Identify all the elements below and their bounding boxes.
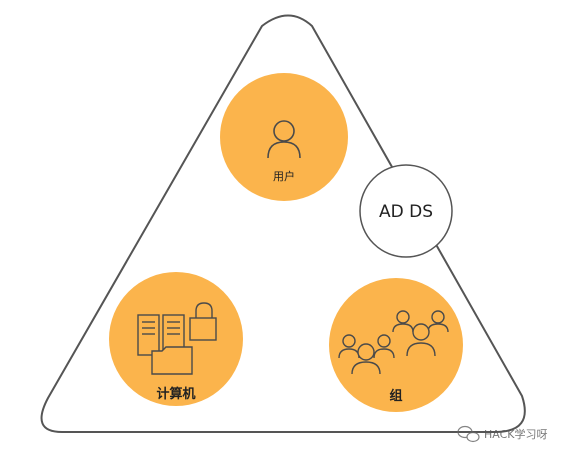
group-node: 组 (329, 278, 463, 412)
computer-lock-icon (137, 302, 217, 375)
person-icon (267, 120, 301, 159)
watermark-text: HACK学习呀 (484, 427, 548, 441)
people-group-icon (338, 310, 449, 375)
ad-ds-badge: AD DS (359, 164, 453, 258)
group-label: 组 (389, 388, 402, 404)
user-label: 用户 (273, 169, 295, 183)
wechat-icon (457, 425, 480, 443)
ad-ds-label: AD DS (379, 202, 433, 222)
watermark: HACK学习呀 (457, 425, 548, 443)
user-node: 用户 (220, 73, 348, 201)
computer-label: 计算机 (156, 386, 195, 402)
computer-node: 计算机 (109, 272, 243, 406)
triangle-outline (40, 14, 526, 433)
